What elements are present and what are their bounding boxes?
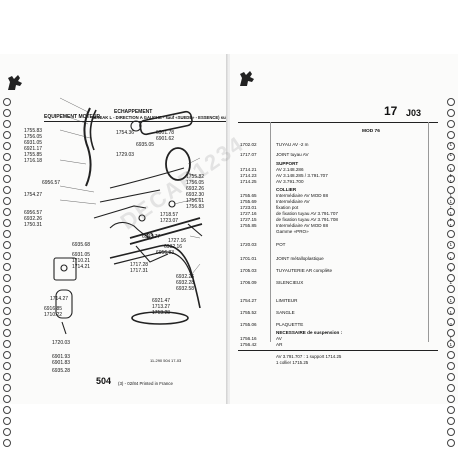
- peugeot-lion-logo: [240, 71, 254, 86]
- exhaust-exploded-diagram: [53, 97, 203, 335]
- callout-label: 6921.17: [24, 146, 43, 152]
- callout-label: 6932.26: [24, 216, 43, 222]
- callout-label: 6921.47: [152, 298, 171, 304]
- footer-model: 504: [96, 376, 112, 386]
- ref-column-rule: [270, 122, 271, 342]
- peugeot-lion-logo: [8, 75, 22, 90]
- footnote-rule: [238, 350, 438, 351]
- callout-label: 1756.83: [186, 204, 205, 210]
- qty-column-rule: [428, 122, 429, 342]
- callout-label: 6931.05: [24, 140, 43, 146]
- header-title: EQUIPEMENT MOTEUR: [44, 114, 101, 120]
- callout-label: 1716.18: [24, 158, 43, 164]
- section-code: J03: [406, 108, 422, 118]
- callout-label: 6932.26: [176, 274, 195, 280]
- binder-holes-right: [446, 98, 456, 447]
- callout-label: 1723.07: [160, 218, 179, 224]
- binder-holes-left: [2, 98, 12, 447]
- callout-label: 1756.05: [24, 134, 43, 140]
- callout-label: 1729.03: [116, 152, 135, 158]
- parts-group-heading: COLLIER: [276, 187, 297, 192]
- callout-label: 1714.21: [72, 264, 91, 270]
- callout-label: 1727.16: [168, 238, 187, 244]
- callout-label: 6932.28: [176, 280, 195, 286]
- callout-label: 6932.26: [186, 186, 205, 192]
- parts-group-heading: NECESSAIRE de suspension :: [276, 330, 343, 335]
- callout-label: 1755.85: [24, 152, 43, 158]
- callout-label: 6935.68: [72, 242, 91, 248]
- callout-label: 1717.28: [130, 262, 149, 268]
- callout-label: 6901.83: [52, 360, 71, 366]
- footer-code: 11-290 504 17-03: [150, 358, 182, 363]
- footer-print-info: (3) - 02/84 Printed in France: [118, 381, 173, 386]
- callout-label: 6948.77: [142, 234, 161, 240]
- callout-label: 6956.57: [24, 210, 43, 216]
- callout-label: 1754.27: [24, 192, 43, 198]
- callout-label: 6935.05: [136, 142, 155, 148]
- callout-label: 1710.21: [72, 258, 91, 264]
- callout-label: 1720.03: [52, 340, 71, 346]
- callout-label: 6901.62: [156, 136, 175, 142]
- footnote-line-2: 1 collier 1715.25: [276, 360, 309, 365]
- callout-label: 6932.16: [164, 244, 183, 250]
- callout-label: 6956.83: [156, 250, 175, 256]
- footnote-line-1: AV 3.791.707 : 1 support 1714.25: [276, 354, 342, 359]
- callout-label: 1756.61: [186, 198, 205, 204]
- callout-label: 1713.27: [152, 304, 171, 310]
- parts-group-heading: SUPPORT: [276, 161, 299, 166]
- callout-label: 1713.28: [152, 310, 171, 316]
- callout-label: 1755.83: [24, 128, 43, 134]
- left-page: EQUIPEMENT MOTEUR ECHAPPEMENT (BREAK L -…: [0, 54, 231, 447]
- callout-label: 6932.58: [176, 286, 195, 292]
- callout-label: 6901.78: [156, 130, 175, 136]
- callout-label: 6956.57: [42, 180, 61, 186]
- parts-row: Gamme «PRO»: [276, 229, 309, 234]
- callout-label: 6932.30: [186, 192, 205, 198]
- model-marker: MOD 76: [362, 129, 380, 134]
- callout-label: 1756.05: [186, 180, 205, 186]
- callout-label: 1750.31: [24, 222, 43, 228]
- header-rule: [238, 122, 438, 123]
- binding-gutter: [226, 54, 232, 404]
- section-title: ECHAPPEMENT: [114, 109, 153, 115]
- callout-label: 1714.27: [50, 296, 69, 302]
- callout-label: 1755.82: [186, 174, 205, 180]
- callout-label: 6916.85: [44, 306, 63, 312]
- callout-label: 6935.28: [52, 368, 71, 374]
- page-number: 17: [384, 104, 398, 118]
- callout-label: 6901.93: [52, 354, 71, 360]
- callout-label: 1754.36: [116, 130, 135, 136]
- callout-label: 1718.57: [160, 212, 179, 218]
- callout-label: 1717.31: [130, 268, 149, 274]
- callout-label: 1710.22: [44, 312, 63, 318]
- callout-label: 6931.05: [72, 252, 91, 258]
